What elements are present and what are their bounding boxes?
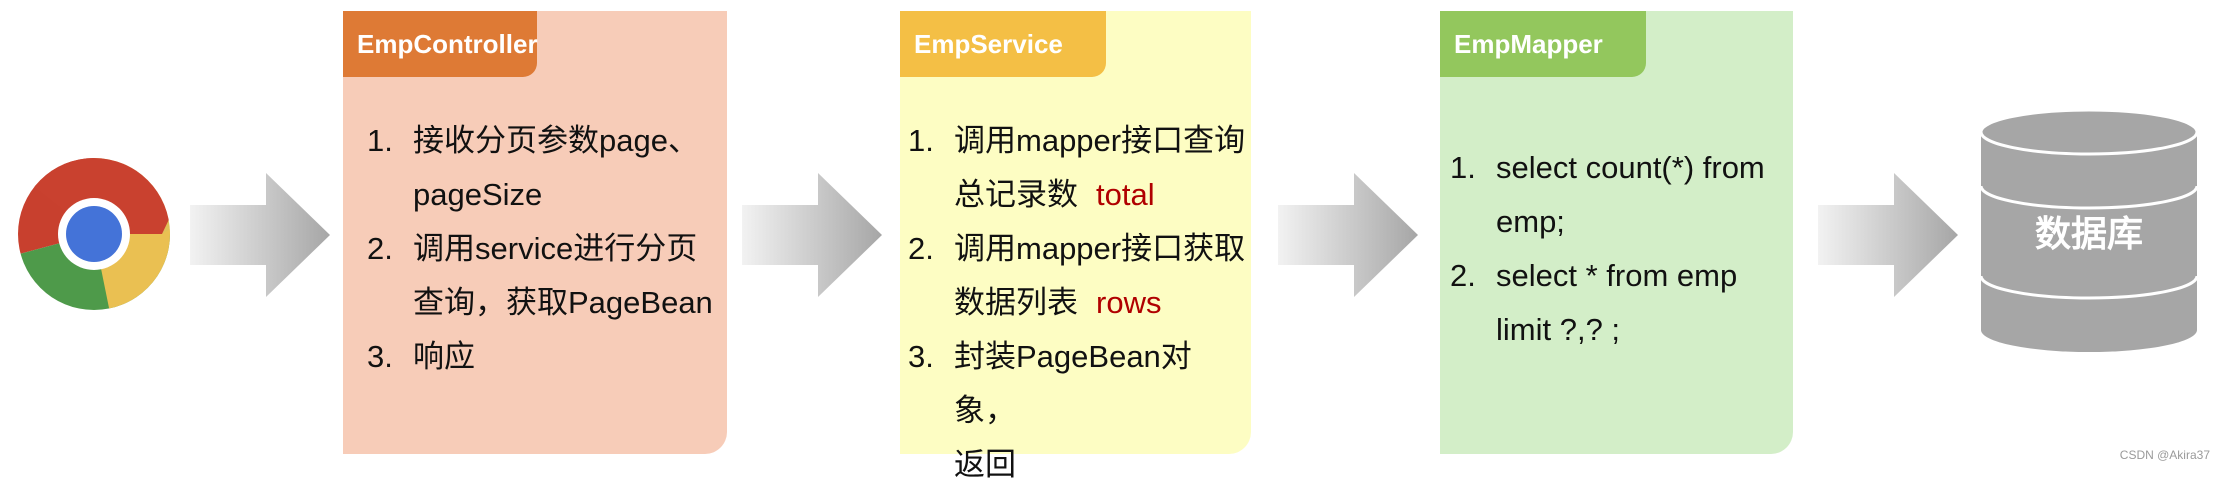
service-title: EmpService [900,11,1106,77]
controller-steps: 1. 接收分页参数page、 pageSize 2. 调用service进行分页… [367,114,717,384]
controller-title: EmpController [343,11,538,77]
mapper-step: 2. select * from emp limit ?,? ; [1450,258,1738,347]
rows-highlight: rows [1096,285,1162,320]
arrow-right-icon [1818,173,1958,297]
mapper-step: 1. select count(*) from emp; [1450,150,1765,239]
controller-step: 3. 响应 [367,339,475,374]
mapper-title: EmpMapper [1440,11,1646,77]
controller-step: 2. 调用service进行分页 查询，获取PageBean [367,231,713,320]
arrow-right-icon [190,173,330,297]
arrow-right-icon [1278,173,1418,297]
chrome-browser-icon [18,158,170,310]
controller-panel: EmpController 1. 接收分页参数page、 pageSize 2.… [343,11,727,454]
total-highlight: total [1096,177,1155,212]
arrow-right-icon [742,173,882,297]
database-label: 数据库 [2034,213,2143,254]
mapper-panel: EmpMapper 1. select count(*) from emp; 2… [1440,11,1793,454]
database-cylinder-icon [1979,108,2199,352]
mapper-steps: 1. select count(*) from emp; 2. select *… [1450,141,1790,357]
controller-step: 1. 接收分页参数page、 pageSize [367,123,699,212]
watermark: CSDN @Akira37 [2119,448,2210,462]
